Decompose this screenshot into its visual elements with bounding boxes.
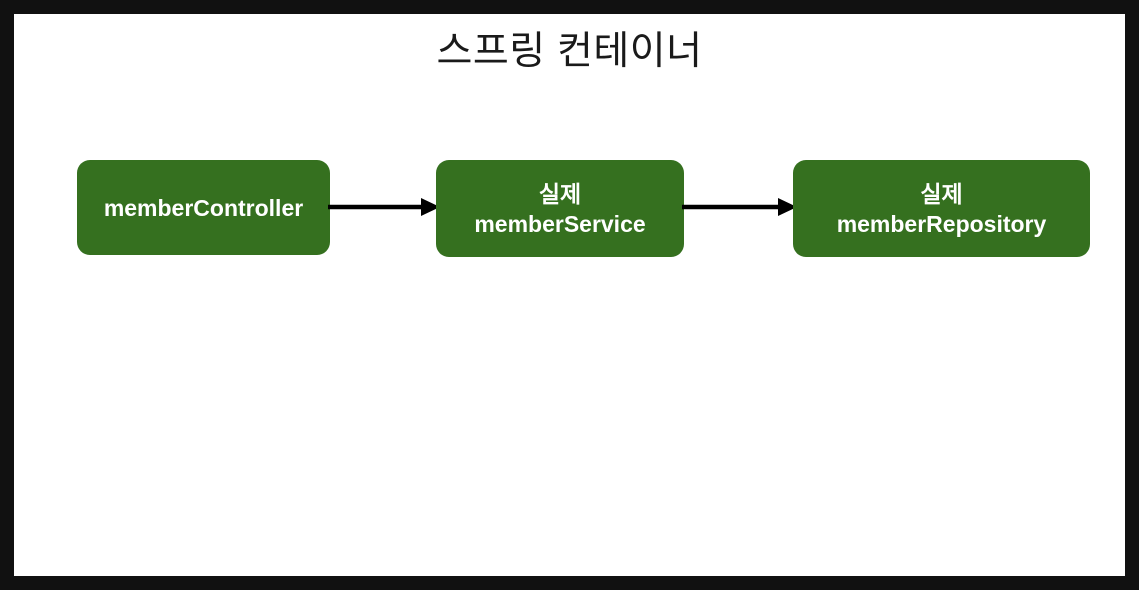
arrow-controller-to-service (328, 196, 440, 218)
page-title: 스프링 컨테이너 (436, 30, 703, 73)
node-label-line1: 실제 (538, 180, 582, 207)
arrow-service-to-repository (682, 196, 797, 218)
node-member-repository[interactable]: 실제 memberRepository (793, 160, 1090, 257)
diagram-canvas: 스프링 컨테이너 memberController 실제 memberServi… (14, 14, 1125, 576)
node-label-line1: memberController (103, 194, 304, 221)
node-label-line2: memberService (474, 210, 646, 237)
node-member-controller[interactable]: memberController (77, 160, 330, 255)
node-label-line1: 실제 (920, 180, 963, 207)
node-label-line2: memberRepository (836, 210, 1047, 237)
node-member-service[interactable]: 실제 memberService (436, 160, 684, 257)
